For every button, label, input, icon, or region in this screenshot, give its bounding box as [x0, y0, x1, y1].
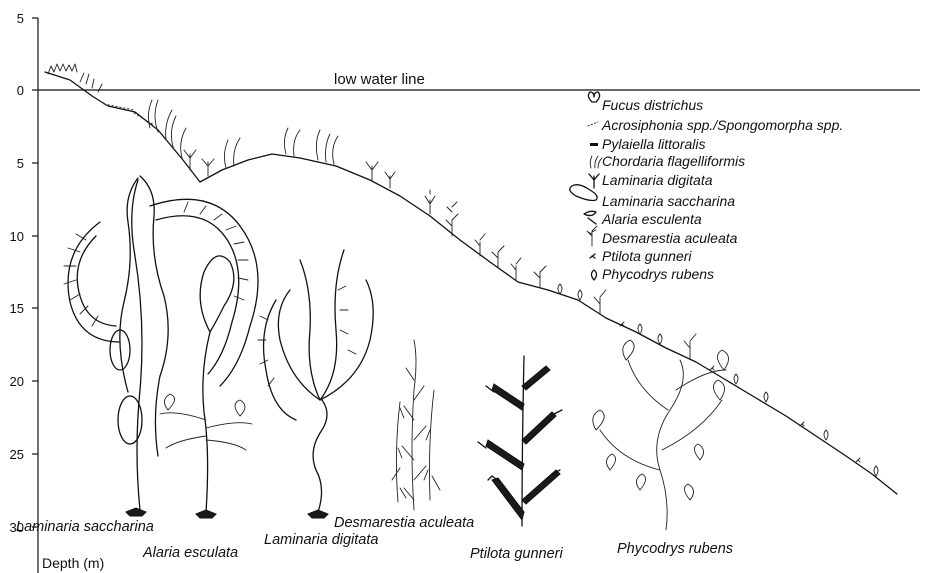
species-label: Alaria esculata — [142, 545, 238, 561]
legend-label: Fucus districhus — [602, 97, 703, 113]
legend-label: Laminaria digitata — [602, 172, 713, 188]
intertidal-fucus-tufts — [48, 64, 102, 92]
laminaria-digitata-illustration: Laminaria digitata — [258, 250, 378, 548]
desmarestia-aculeata-illustration: Desmarestia aculeata — [334, 340, 474, 531]
phycodrys-rubens-illustration: Phycodrys rubens — [593, 340, 733, 557]
axis-title: Depth (m) — [42, 555, 104, 571]
low-water-line-label: low water line — [334, 71, 425, 88]
species-label: Ptilota gunneri — [470, 546, 563, 562]
alaria-esculenta-icon — [584, 211, 596, 224]
phycodrys-icon — [592, 270, 597, 280]
laminaria-digitata-tufts-on-slope — [184, 150, 395, 188]
tick-label: 20 — [10, 374, 24, 389]
species-label: Laminaria digitata — [264, 532, 378, 548]
legend-label: Pylaiella littoralis — [602, 136, 705, 152]
tick-label: 5 — [17, 156, 24, 171]
laminaria-saccharina-illustration: Laminaria saccharina — [16, 176, 258, 535]
ptilota-gunneri-illustration: Ptilota gunneri — [470, 356, 563, 562]
fucus-distichus-icon — [588, 92, 599, 102]
pylaiella-icon — [590, 143, 598, 146]
laminaria-digitata-icon — [589, 174, 599, 188]
legend-label: Alaria esculenta — [601, 211, 702, 227]
desmarestia-icon — [587, 226, 597, 246]
tick-label: 5 — [17, 11, 24, 26]
legend-label: Desmarestia aculeata — [602, 230, 738, 246]
tick-label: 25 — [10, 447, 24, 462]
tick-label: 15 — [10, 301, 24, 316]
species-label: Laminaria saccharina — [16, 519, 154, 535]
ptilota-icon — [590, 254, 595, 258]
legend-label: Chordaria flagelliformis — [602, 153, 745, 169]
chordaria-icon — [590, 156, 602, 168]
seabed-profile — [45, 72, 897, 494]
alaria-esculata-illustration: Alaria esculata — [142, 256, 252, 561]
legend-label: Acrosiphonia spp./Spongomorpha spp. — [601, 117, 843, 133]
tick-label: 10 — [10, 229, 24, 244]
species-label: Phycodrys rubens — [617, 541, 733, 557]
legend-label: Laminaria saccharina — [602, 193, 735, 209]
chordaria-strands — [148, 100, 338, 168]
legend-label: Ptilota gunneri — [602, 248, 692, 264]
laminaria-saccharina-icon — [570, 185, 597, 201]
acrosiphonia-icon — [588, 122, 598, 126]
legend-label: Phycodrys rubens — [602, 266, 714, 282]
legend: Fucus districhus Acrosiphonia spp./Spong… — [570, 92, 844, 282]
low-water-line: low water line — [38, 71, 920, 90]
species-label: Desmarestia aculeata — [334, 515, 474, 531]
tick-label: 0 — [17, 83, 24, 98]
